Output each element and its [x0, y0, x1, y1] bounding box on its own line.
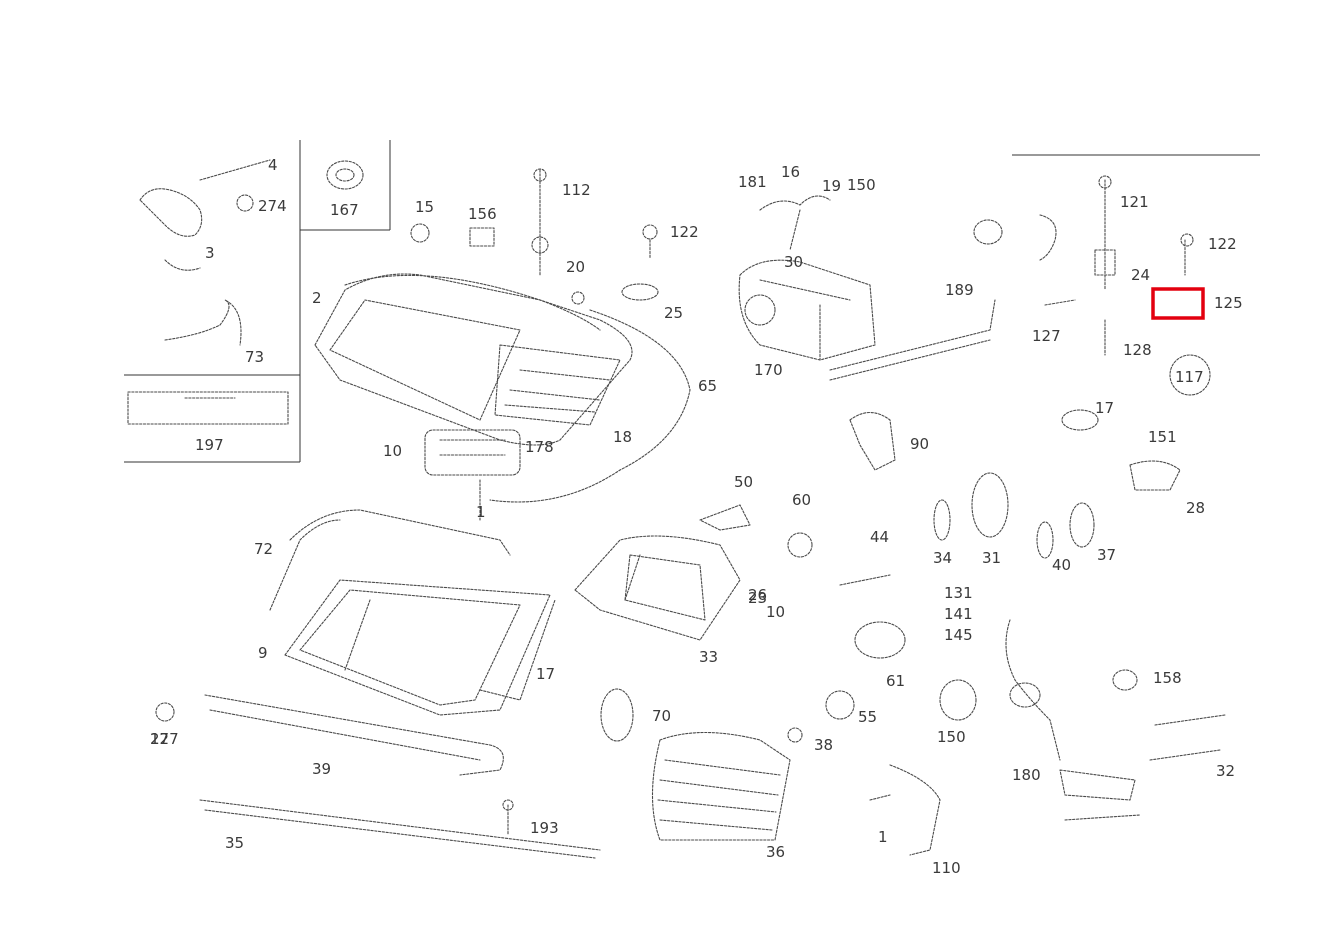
callout-label: 170 [754, 361, 783, 379]
part-cable-assembly [1005, 619, 1226, 821]
part-hatch [574, 535, 741, 641]
callout-label: 181 [738, 173, 767, 191]
callout-label: 150 [937, 728, 966, 746]
callout-label: 150 [847, 176, 876, 194]
callout-label: 10 [383, 442, 402, 460]
part-seal-strips [155, 694, 601, 859]
callout-label: 128 [1123, 341, 1152, 359]
callout-label: 31 [982, 549, 1001, 567]
callout-label: 17 [536, 665, 555, 683]
callout-label: 10 [766, 603, 785, 621]
callout-label: 121 [1120, 193, 1149, 211]
callout-label: 189 [945, 281, 974, 299]
part-grommet-167 [326, 160, 364, 190]
callout-label: 17 [1095, 399, 1114, 417]
callout-label: 1 [476, 503, 486, 521]
part-label-plate-197 [127, 391, 289, 425]
callout-label: 40 [1052, 556, 1071, 574]
callout-label: 167 [330, 201, 359, 219]
callout-label: 90 [910, 435, 929, 453]
callout-label: 23 [748, 589, 767, 607]
callout-label: 24 [1131, 266, 1150, 284]
callout-label: 3 [205, 244, 215, 262]
callout-label: 55 [858, 708, 877, 726]
callout-label: 61 [886, 672, 905, 690]
callout-label: 60 [792, 491, 811, 509]
callout-label: 122 [1208, 235, 1237, 253]
part-tail-lamp [600, 688, 791, 841]
callout-label: 127 [1032, 327, 1061, 345]
callout-label: 156 [468, 205, 497, 223]
callout-label: 110 [932, 859, 961, 877]
callout-label: 36 [766, 843, 785, 861]
callout-label: 178 [525, 438, 554, 456]
callout-label: 27 [150, 730, 169, 748]
callout-label: 2 [312, 289, 322, 307]
callout-label: 16 [781, 163, 800, 181]
callout-label: 30 [784, 253, 803, 271]
part-bracket-110 [869, 764, 941, 856]
callout-label: 180 [1012, 766, 1041, 784]
callout-label: 127 [150, 730, 179, 748]
part-roof-frame [314, 273, 691, 503]
part-small-hardware [973, 175, 1211, 491]
callout-label: 117 [1175, 368, 1204, 386]
callout-label: 9 [258, 644, 268, 662]
callout-label: 112 [562, 181, 591, 199]
callout-label: 4 [268, 156, 278, 174]
callout-label: 19 [822, 177, 841, 195]
callout-label: 28 [1186, 499, 1205, 517]
callout-label: 34 [933, 549, 952, 567]
callout-label: 26 [748, 586, 767, 604]
callout-label: 25 [664, 304, 683, 322]
part-bolts-center [410, 168, 659, 305]
callout-label: 197 [195, 436, 224, 454]
callout-label: 32 [1216, 762, 1235, 780]
selected-part-highlight [1151, 287, 1205, 320]
callout-label: 158 [1153, 669, 1182, 687]
part-hose [164, 299, 242, 346]
callout-label: 70 [652, 707, 671, 725]
callout-label: 131 [944, 584, 973, 602]
part-wiper-arm-left [139, 159, 271, 271]
callout-label: 122 [670, 223, 699, 241]
part-fuse-box [738, 195, 996, 381]
callout-label: 15 [415, 198, 434, 216]
callout-label: 145 [944, 626, 973, 644]
callout-label: 37 [1097, 546, 1116, 564]
callout-label: 72 [254, 540, 273, 558]
callout-label: 1 [878, 828, 888, 846]
callout-label: 33 [699, 648, 718, 666]
callout-label: 38 [814, 736, 833, 754]
callout-label: 73 [245, 348, 264, 366]
callout-label: 151 [1148, 428, 1177, 446]
callout-label: 125 [1214, 294, 1243, 312]
callout-label: 35 [225, 834, 244, 852]
callout-label: 141 [944, 605, 973, 623]
part-motor-10 [424, 429, 521, 521]
callout-label: 50 [734, 473, 753, 491]
callout-label: 18 [613, 428, 632, 446]
part-latches-middle [699, 411, 1095, 743]
callout-label: 65 [698, 377, 717, 395]
inset-frame [124, 140, 1260, 463]
callout-label: 20 [566, 258, 585, 276]
callout-labels: 4 274 3 167 15 156 112 20 122 25 73 2 19… [150, 156, 1243, 877]
callout-label: 193 [530, 819, 559, 837]
callout-label: 39 [312, 760, 331, 778]
part-sunroof-panel [269, 509, 556, 716]
callout-label: 274 [258, 197, 287, 215]
callout-label: 44 [870, 528, 889, 546]
